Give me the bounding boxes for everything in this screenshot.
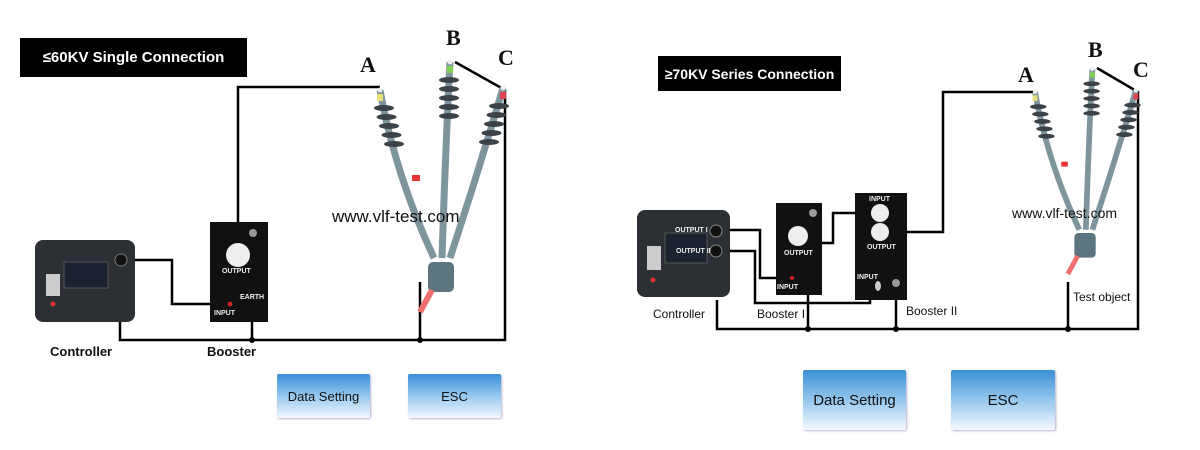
insulator-shed (1124, 102, 1141, 108)
terminal-tip (500, 85, 506, 91)
svg-text:OUTPUT: OUTPUT (867, 244, 897, 251)
terminal-tip (377, 87, 383, 93)
svg-text:INPUT: INPUT (869, 196, 891, 203)
junction-dot (1065, 326, 1071, 332)
insulator-shed (439, 113, 459, 119)
phase-color-band (447, 66, 453, 73)
terminal-tip (447, 59, 453, 65)
phase-color-band (1089, 72, 1095, 79)
insulator-shed (1083, 103, 1100, 109)
insulator-shed (1083, 110, 1100, 116)
svg-text:INPUT: INPUT (777, 284, 799, 291)
terminal-tip (1032, 89, 1038, 95)
svg-text:INPUT: INPUT (214, 310, 236, 317)
insulator-shed (1032, 111, 1049, 117)
test-object-label: Test object (1073, 290, 1131, 304)
junction-dot (805, 326, 811, 332)
right-section-title: ≥70KV Series Connection (658, 56, 841, 91)
right-wires (715, 66, 1140, 331)
insulator-shed (479, 139, 499, 145)
insulator-shed (1083, 96, 1100, 102)
insulator-shed (439, 104, 459, 110)
insulator-shed (384, 141, 404, 147)
insulator-shed (439, 95, 459, 101)
left-data-setting-button[interactable]: Data Setting (277, 374, 370, 418)
right-controller-device: OUTPUT I OUTPUT II (637, 210, 730, 297)
insulator-shed (376, 114, 397, 120)
left-watermark: www.vlf-test.com (332, 207, 460, 226)
insulator-shed (439, 77, 459, 83)
left-cable-termination (374, 59, 509, 314)
ground-cable-stub (417, 288, 435, 314)
insulator-shed (374, 105, 394, 111)
phase-color-band (377, 94, 383, 101)
phase-color-band (1133, 93, 1139, 100)
insulator-shed (1030, 104, 1047, 110)
insulator-shed (484, 121, 504, 127)
insulator-shed (1038, 133, 1055, 139)
cable-boot (1074, 233, 1096, 258)
left-phase-b-label: B (446, 25, 461, 50)
insulator-shed (381, 132, 402, 138)
junction-dot (417, 337, 423, 343)
insulator-shed (486, 112, 507, 118)
cable-boot (428, 262, 454, 292)
left-controller-device (35, 240, 135, 322)
left-phase-c-label: C (498, 45, 514, 70)
ground-cable-stub (1065, 254, 1080, 276)
insulator-shed (1083, 88, 1100, 94)
right-controller-label: Controller (653, 307, 706, 321)
red-marker (412, 175, 420, 181)
booster-2-device: INPUT OUTPUT INPUT (855, 193, 907, 300)
right-watermark: www.vlf-test.com (1012, 205, 1118, 221)
left-phase-a-label: A (360, 52, 376, 77)
left-booster-device: OUTPUT INPUT EARTH (210, 222, 268, 322)
svg-text:EARTH: EARTH (240, 294, 264, 301)
cable-arm (438, 61, 454, 259)
junction-dot (893, 326, 899, 332)
cable-arm (1082, 68, 1096, 230)
phase-color-band (1032, 95, 1038, 102)
phase-color-band (500, 92, 506, 99)
right-cable-termination (1030, 66, 1141, 276)
terminal-tip (1133, 88, 1138, 93)
insulator-shed (1034, 119, 1051, 124)
left-controller-label: Controller (50, 344, 113, 359)
svg-text:OUTPUT II: OUTPUT II (676, 248, 711, 255)
insulator-shed (1116, 132, 1133, 138)
right-esc-button[interactable]: ESC (951, 370, 1055, 430)
svg-text:OUTPUT: OUTPUT (784, 250, 814, 257)
insulator-shed (379, 123, 399, 129)
insulator-shed (1122, 110, 1139, 115)
svg-text:INPUT: INPUT (857, 274, 879, 281)
red-marker (1061, 161, 1068, 167)
junction-dot (249, 337, 255, 343)
booster-1-label: Booster I (757, 307, 806, 321)
left-booster-label: Booster (207, 344, 257, 359)
right-phase-b-label: B (1088, 37, 1103, 62)
left-esc-button[interactable]: ESC (408, 374, 501, 418)
svg-text:OUTPUT: OUTPUT (222, 268, 252, 275)
left-section-title: ≤60KV Single Connection (20, 38, 247, 77)
right-data-setting-button[interactable]: Data Setting (803, 370, 906, 430)
svg-text:OUTPUT I: OUTPUT I (675, 227, 708, 234)
insulator-shed (1118, 124, 1135, 130)
insulator-shed (1036, 126, 1053, 132)
insulator-shed (1083, 81, 1100, 87)
booster-2-label: Booster II (906, 304, 958, 318)
booster-1-device: OUTPUT INPUT (776, 203, 822, 295)
right-phase-a-label: A (1018, 62, 1034, 87)
right-phase-c-label: C (1133, 57, 1149, 82)
terminal-tip (1090, 66, 1095, 72)
insulator-shed (489, 103, 509, 109)
insulator-shed (439, 86, 459, 92)
insulator-shed (1120, 117, 1137, 123)
insulator-shed (481, 130, 502, 136)
